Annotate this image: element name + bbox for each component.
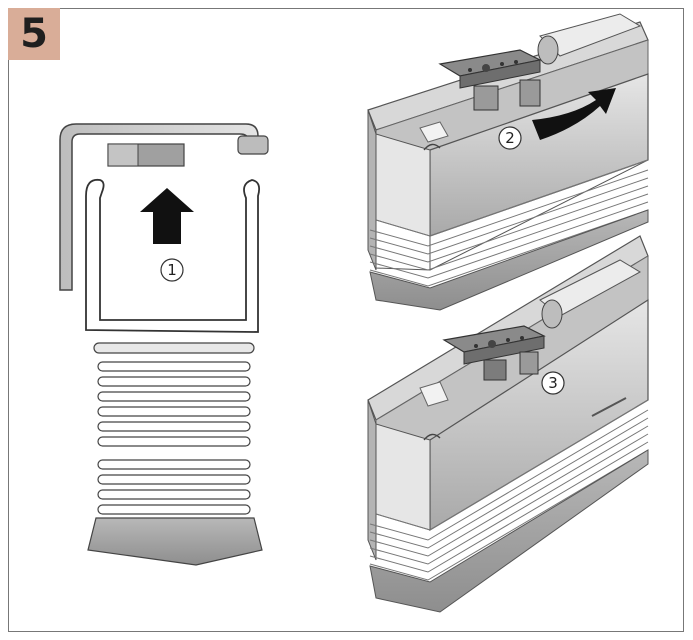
rotation-arrow <box>532 88 616 140</box>
clip-bracket-top <box>438 49 542 111</box>
cross-section-view: 1 <box>59 123 269 566</box>
step-number: 5 <box>20 11 48 57</box>
callout-1-label: 1 <box>167 261 177 279</box>
pleated-fabric <box>93 342 255 515</box>
callout-2: 2 <box>498 126 522 150</box>
headrail-profile <box>85 178 261 333</box>
callout-3-label: 3 <box>548 374 558 392</box>
bottom-rail <box>87 517 263 566</box>
callout-1: 1 <box>160 258 184 282</box>
callout-2-label: 2 <box>505 129 515 147</box>
clip-bracket-bottom <box>442 325 546 381</box>
callout-3: 3 <box>541 371 565 395</box>
bracket-clip <box>237 135 269 155</box>
headrail-view-bottom: 3 <box>367 235 649 613</box>
pleats-top <box>369 159 649 287</box>
headrail-view-top: 2 <box>367 13 649 311</box>
step-number-badge: 5 <box>8 8 60 60</box>
pleats-bottom <box>369 399 649 581</box>
up-arrow <box>140 188 194 244</box>
